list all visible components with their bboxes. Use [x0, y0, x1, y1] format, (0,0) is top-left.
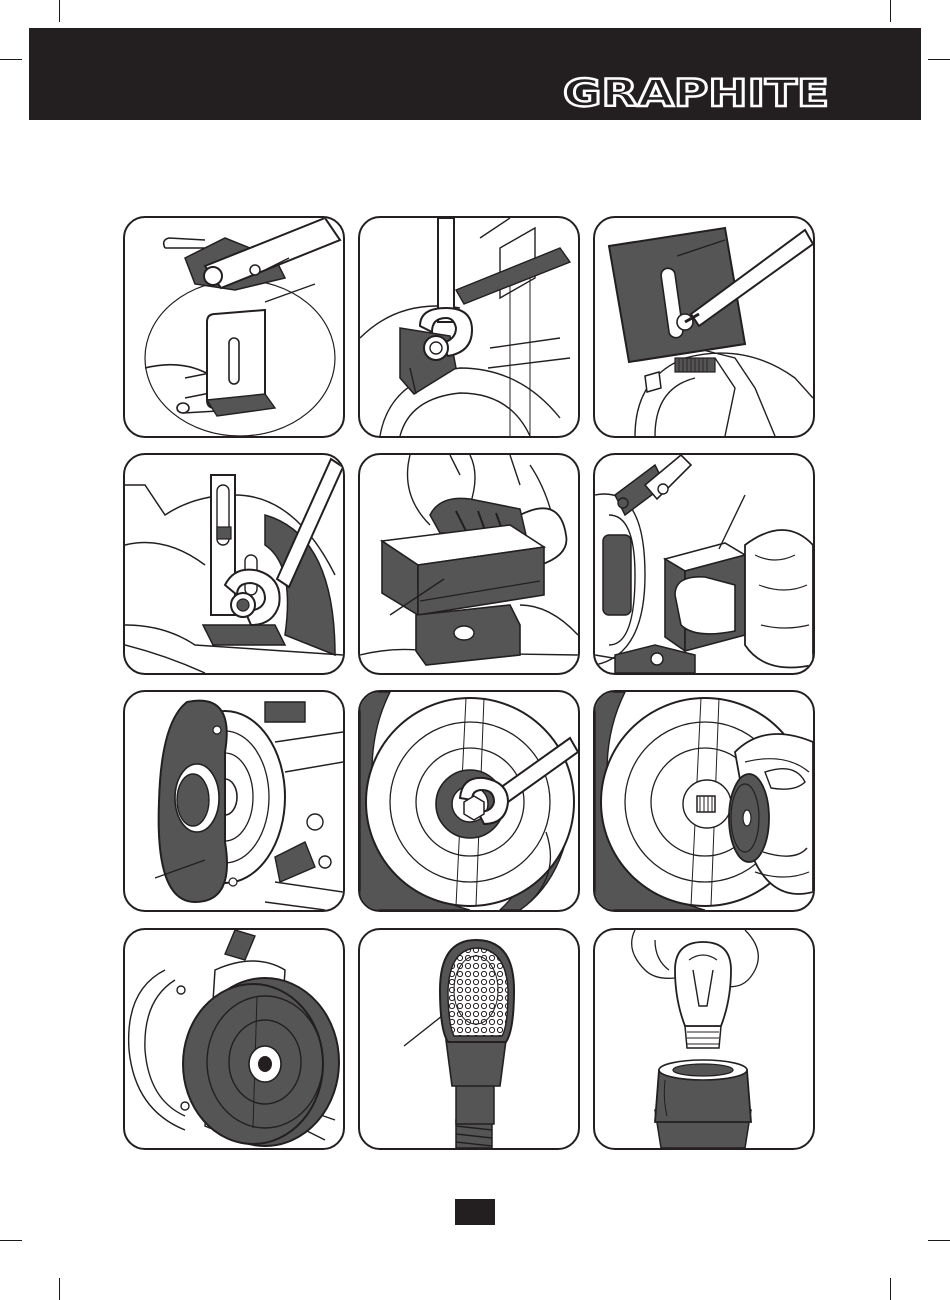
- figure-5: [358, 453, 580, 675]
- figure-10: [123, 928, 345, 1150]
- brand-logo-text: GRAPHITE: [563, 72, 829, 112]
- wrench-wheel-nut-icon: [360, 692, 578, 910]
- replace-bulb-icon: [595, 930, 813, 1148]
- wrench-adjust-rest-icon: [125, 455, 343, 673]
- screwdriver-eye-shield-icon: [595, 218, 813, 436]
- crop-mark: [928, 1240, 950, 1241]
- figure-9: [593, 690, 815, 912]
- figure-1: [123, 216, 345, 438]
- fit-tool-rest-icon: [360, 455, 578, 673]
- mount-eye-shield-icon: [125, 218, 343, 436]
- crop-mark: [0, 1240, 22, 1241]
- figure-8: [358, 690, 580, 912]
- remove-wheel-flange-icon: [595, 692, 813, 910]
- figure-12: [593, 928, 815, 1150]
- figure-3: [593, 216, 815, 438]
- grinding-wheel-icon: [125, 930, 343, 1148]
- brand-logo: GRAPHITE: [563, 72, 831, 112]
- lamp-grill-icon: [360, 930, 578, 1148]
- tool-rest-on-grinder-icon: [595, 455, 813, 673]
- figure-4: [123, 453, 345, 675]
- figure-6: [593, 453, 815, 675]
- remove-wheel-guard-icon: [125, 692, 343, 910]
- page-number: [455, 1199, 495, 1225]
- figure-2: [358, 216, 580, 438]
- crop-mark: [890, 1278, 891, 1300]
- figure-11: [358, 928, 580, 1150]
- figure-7: [123, 690, 345, 912]
- crop-mark: [59, 0, 60, 22]
- wrench-tighten-bracket-icon: [360, 218, 578, 436]
- crop-mark: [890, 0, 891, 22]
- crop-mark: [59, 1278, 60, 1300]
- crop-mark: [928, 59, 950, 60]
- crop-mark: [0, 59, 22, 60]
